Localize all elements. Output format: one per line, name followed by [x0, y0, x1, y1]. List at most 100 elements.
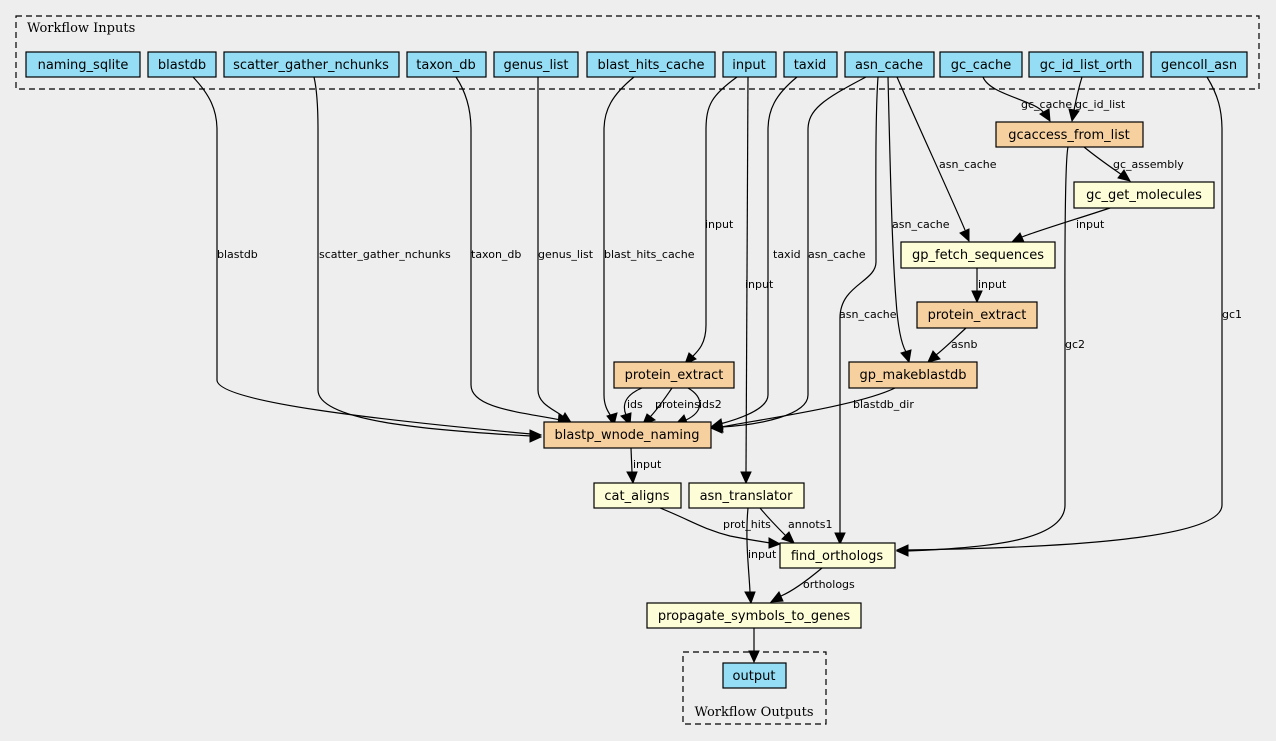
edge-label-gc-cache: gc_cache	[1021, 98, 1072, 111]
edge-label-ids2: ids2	[699, 398, 722, 411]
edge-label-input-to-asn-translator: input	[745, 278, 774, 291]
edge-label-blastp-input: input	[633, 458, 662, 471]
edge-propagate-to-output	[748, 628, 760, 664]
node-gp-fetch-sequences[interactable]: gp_fetch_sequences	[900, 241, 1056, 269]
edge-input-to-protein-extract: input	[684, 76, 738, 365]
svg-text:gc_cache: gc_cache	[951, 58, 1011, 73]
edge-label-orthologs: orthologs	[803, 578, 855, 591]
edge-gc-cache: gc_cache	[982, 76, 1072, 123]
node-protein-extract-left[interactable]: protein_extract	[613, 361, 735, 389]
edge-asn-translator-to-propagate: input	[744, 507, 777, 605]
edge-gc-id-list: gc_id_list	[1068, 76, 1126, 123]
edge-label-taxon-db: taxon_db	[471, 248, 521, 261]
edge-prot-hits: prot_hits	[659, 507, 782, 549]
node-gc-get-molecules[interactable]: gc_get_molecules	[1073, 181, 1215, 209]
node-gcaccess-from-list[interactable]: gcaccess_from_list	[995, 121, 1144, 148]
svg-text:naming_sqlite: naming_sqlite	[38, 58, 129, 73]
edge-gc2: gc2	[895, 146, 1085, 557]
svg-text:taxid: taxid	[794, 58, 827, 73]
edge-annots1: annots1	[759, 507, 832, 544]
edge-label-gc-get-molecules-input: input	[1076, 218, 1105, 231]
node-cat-aligns[interactable]: cat_aligns	[593, 482, 682, 509]
edge-label-gc-id-list: gc_id_list	[1075, 98, 1126, 111]
svg-text:asn_translator: asn_translator	[700, 489, 794, 504]
edge-label-gc2: gc2	[1065, 338, 1085, 351]
node-protein-extract-right[interactable]: protein_extract	[916, 301, 1038, 329]
input-node-asn-cache[interactable]: asn_cache	[844, 51, 935, 78]
edge-orthologs: orthologs	[769, 567, 855, 603]
svg-text:blastdb: blastdb	[158, 58, 206, 73]
edge-label-gp-fetch-input: input	[978, 278, 1007, 291]
svg-text:gencoll_asn: gencoll_asn	[1161, 58, 1237, 73]
workflow-outputs-title: Workflow Outputs	[695, 705, 814, 720]
node-blastp-wnode-naming[interactable]: blastp_wnode_naming	[543, 421, 712, 449]
node-asn-translator[interactable]: asn_translator	[688, 482, 805, 509]
svg-text:propagate_symbols_to_genes: propagate_symbols_to_genes	[658, 609, 851, 624]
edge-blast-hits-cache: blast_hits_cache	[603, 76, 695, 427]
edge-asn-cache-to-find-orthologs: asn_cache	[834, 76, 897, 546]
edge-blastdb: blastdb	[192, 76, 543, 441]
svg-text:blast_hits_cache: blast_hits_cache	[598, 58, 705, 73]
svg-text:output: output	[733, 669, 776, 684]
input-node-taxon-db[interactable]: taxon_db	[406, 51, 487, 78]
edge-gc1: gc1	[895, 76, 1242, 556]
output-node-output[interactable]: output	[722, 662, 787, 689]
edge-label-blastdb: blastdb	[217, 248, 258, 261]
edge-asnb: asnb	[927, 327, 977, 363]
edge-label-gc-assembly: gc_assembly	[1113, 158, 1184, 171]
svg-text:gc_get_molecules: gc_get_molecules	[1086, 188, 1202, 203]
input-node-scatter-gather-nchunks[interactable]: scatter_gather_nchunks	[223, 51, 400, 78]
edge-label-genus-list: genus_list	[538, 248, 594, 261]
edge-ids: ids	[620, 387, 643, 427]
svg-text:blastp_wnode_naming: blastp_wnode_naming	[555, 428, 700, 443]
edge-label-input-to-protein-extract: input	[705, 218, 734, 231]
node-propagate-symbols-to-genes[interactable]: propagate_symbols_to_genes	[646, 602, 862, 629]
input-node-taxid[interactable]: taxid	[783, 51, 838, 78]
edge-proteins: proteins	[642, 387, 700, 425]
node-gp-makeblastdb[interactable]: gp_makeblastdb	[848, 361, 978, 389]
edge-gc-get-molecules-to-gp-fetch: input	[1010, 207, 1111, 243]
svg-text:gc_id_list_orth: gc_id_list_orth	[1040, 58, 1133, 73]
edge-label-proteins: proteins	[655, 398, 700, 411]
edge-label-blast-hits-cache: blast_hits_cache	[604, 248, 695, 261]
input-node-genus-list[interactable]: genus_list	[493, 51, 579, 78]
input-node-gc-cache[interactable]: gc_cache	[939, 51, 1023, 78]
edge-genus-list: genus_list	[537, 77, 594, 425]
svg-text:input: input	[732, 58, 765, 73]
svg-text:find_orthologs: find_orthologs	[791, 549, 884, 564]
edge-asn-cache-to-gp-makeblastdb: asn_cache	[887, 76, 950, 364]
edge-label-annots1: annots1	[788, 518, 832, 531]
node-find-orthologs[interactable]: find_orthologs	[779, 542, 896, 569]
edge-blastp-to-cat-aligns: input	[626, 447, 662, 485]
workflow-inputs-cluster: Workflow Inputs	[15, 15, 1260, 90]
input-node-naming-sqlite[interactable]: naming_sqlite	[25, 51, 141, 78]
svg-text:gp_fetch_sequences: gp_fetch_sequences	[912, 248, 1044, 263]
edge-label-asn-translator-input: input	[748, 548, 777, 561]
edge-label-asn-cache-to-gp-makeblastdb: asn_cache	[892, 218, 950, 231]
edge-label-asn-cache-to-blastp: asn_cache	[808, 248, 866, 261]
edge-label-ids: ids	[627, 398, 643, 411]
input-node-blast-hits-cache[interactable]: blast_hits_cache	[586, 51, 716, 78]
edge-blastdb-dir: blastdb_dir	[709, 387, 914, 433]
edge-label-blastdb-dir: blastdb_dir	[853, 398, 914, 411]
edge-scatter-gather-nchunks: scatter_gather_nchunks	[313, 76, 543, 443]
edge-label-asn-cache-to-gp-fetch: asn_cache	[939, 158, 997, 171]
input-node-input[interactable]: input	[722, 51, 777, 78]
input-node-blastdb[interactable]: blastdb	[147, 51, 217, 78]
svg-text:scatter_gather_nchunks: scatter_gather_nchunks	[233, 58, 389, 73]
svg-text:gcaccess_from_list: gcaccess_from_list	[1008, 128, 1130, 143]
svg-text:protein_extract: protein_extract	[625, 368, 724, 383]
input-node-gc-id-list-orth[interactable]: gc_id_list_orth	[1028, 51, 1144, 78]
edge-gc-assembly: gc_assembly	[1083, 146, 1184, 182]
edge-label-asnb: asnb	[951, 338, 977, 351]
edge-asn-cache-to-gp-fetch: asn_cache	[896, 76, 997, 243]
workflow-inputs-title: Workflow Inputs	[27, 21, 135, 36]
edge-gp-fetch-to-protein-extract: input	[971, 267, 1007, 304]
edge-label-gc1: gc1	[1222, 308, 1242, 321]
edge-input-to-asn-translator: input	[740, 76, 774, 485]
input-node-gencoll-asn[interactable]: gencoll_asn	[1150, 51, 1248, 78]
edge-label-scatter-gather-nchunks: scatter_gather_nchunks	[319, 248, 451, 261]
svg-text:taxon_db: taxon_db	[416, 58, 476, 73]
svg-text:genus_list: genus_list	[503, 58, 568, 73]
